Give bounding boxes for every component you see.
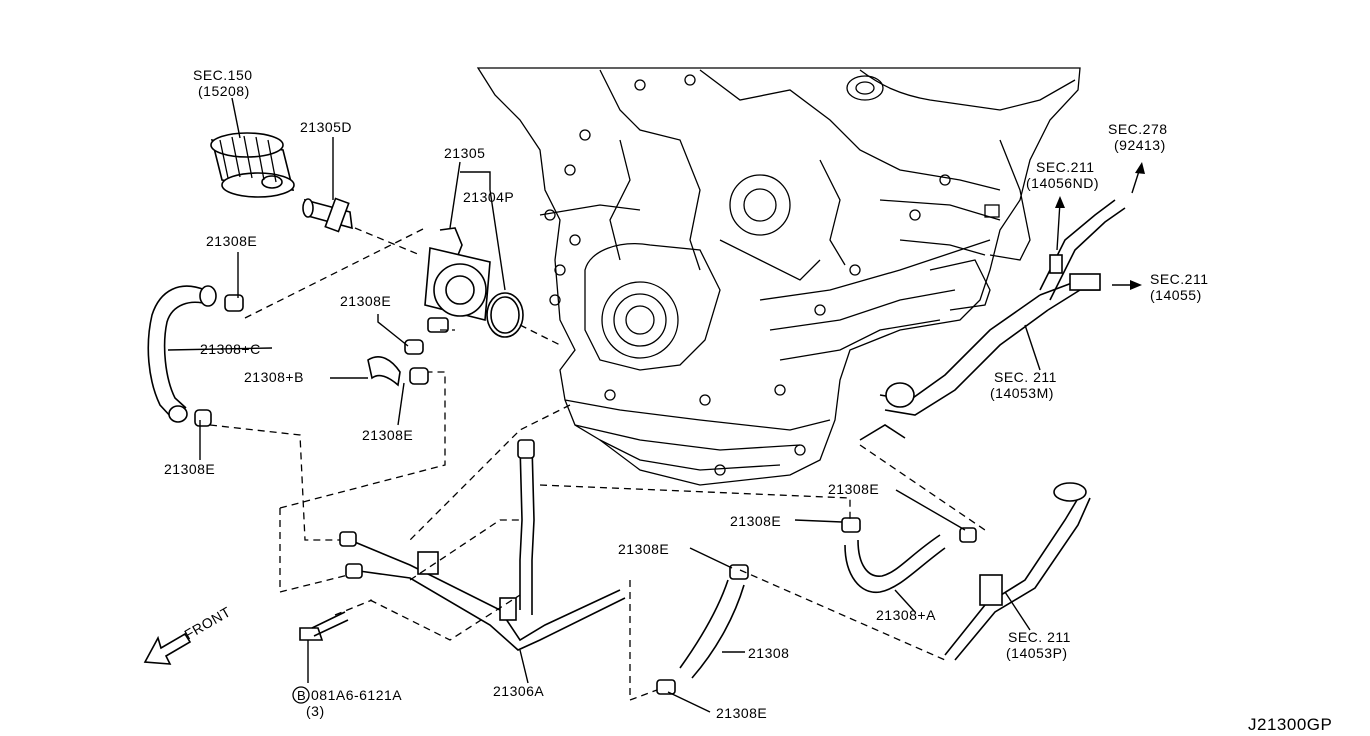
label-bolt: 081A6-6121A xyxy=(311,687,402,703)
label-sec211-14053P-sub: (14053P) xyxy=(1006,645,1068,661)
label-sec278-sub: (92413) xyxy=(1114,137,1166,153)
label-21308E-d: 21308E xyxy=(164,461,215,477)
label-sec211-14055: SEC.211 xyxy=(1150,271,1209,287)
pipe-14053M xyxy=(859,199,1126,441)
label-sec278: SEC.278 xyxy=(1108,121,1168,137)
label-21305: 21305 xyxy=(444,145,485,161)
label-21308E-c: 21308E xyxy=(362,427,413,443)
oil-cooler xyxy=(424,227,491,333)
bolt-mark: B xyxy=(297,688,306,703)
label-21308: 21308 xyxy=(748,645,789,661)
label-sec211-14053P: SEC. 211 xyxy=(1008,629,1071,645)
label-21308E-g: 21308E xyxy=(618,541,669,557)
engine-block xyxy=(476,67,1081,486)
label-bolt-qty: (3) xyxy=(306,703,325,719)
label-21308E-h: 21308E xyxy=(716,705,767,721)
label-sec150-sub: (15208) xyxy=(198,83,250,99)
label-sec211-14053M: SEC. 211 xyxy=(994,369,1057,385)
leader-lines xyxy=(167,97,1041,713)
hose-21308B xyxy=(367,356,401,387)
front-arrow-icon xyxy=(143,632,192,665)
label-21305D: 21305D xyxy=(300,119,352,135)
label-sec150: SEC.150 xyxy=(193,67,253,83)
hose-21308A xyxy=(844,534,946,593)
label-21306A: 21306A xyxy=(493,683,544,699)
o-ring xyxy=(486,292,524,338)
label-sec211-14053M-sub: (14053M) xyxy=(990,385,1054,401)
clamps xyxy=(194,294,977,695)
label-21308E-f: 21308E xyxy=(828,481,879,497)
connector-21305D xyxy=(302,197,353,233)
label-21308A: 21308+A xyxy=(876,607,936,623)
label-21308E-e: 21308E xyxy=(730,513,781,529)
hose-21308C xyxy=(147,285,217,423)
label-21308E-a: 21308E xyxy=(206,233,257,249)
label-21308B: 21308+B xyxy=(244,369,304,385)
label-sec211-14056ND-sub: (14056ND) xyxy=(1026,175,1099,191)
oil-filter xyxy=(210,132,295,198)
label-21308E-b: 21308E xyxy=(340,293,391,309)
label-21308C: 21308+C xyxy=(200,341,261,357)
hose-21308 xyxy=(679,579,745,679)
bolt xyxy=(299,611,349,641)
direction-arrows xyxy=(1055,162,1145,290)
diagram-id: J21300GP xyxy=(1248,715,1332,734)
label-21304P: 21304P xyxy=(463,189,514,205)
dashed-lines xyxy=(209,227,986,701)
bolt-mark-icon xyxy=(292,686,310,704)
front-label: FRONT xyxy=(182,603,234,642)
tube-21306A xyxy=(339,439,626,651)
label-sec211-14056ND: SEC.211 xyxy=(1036,159,1095,175)
pipe-14053P xyxy=(944,482,1091,661)
label-sec211-14055-sub: (14055) xyxy=(1150,287,1202,303)
